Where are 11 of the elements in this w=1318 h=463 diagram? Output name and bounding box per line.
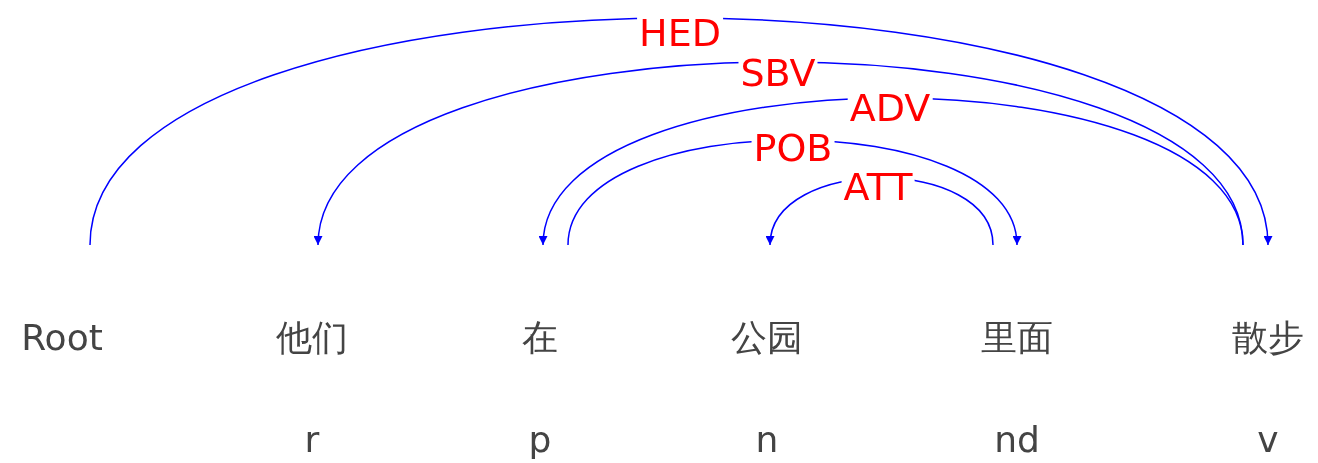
pos-tag: n — [755, 418, 779, 462]
word-text: 里面 — [981, 316, 1053, 360]
word-text: 公园 — [731, 316, 803, 360]
pos-tag: r — [304, 418, 320, 462]
word-text: Root — [21, 316, 103, 360]
pos-tag: nd — [994, 418, 1040, 462]
pos-tag: p — [528, 418, 552, 462]
pos-tag: v — [1257, 418, 1279, 462]
word-text: 在 — [522, 316, 558, 360]
word-text: 散步 — [1232, 316, 1304, 360]
word-text: 他们 — [276, 316, 348, 360]
